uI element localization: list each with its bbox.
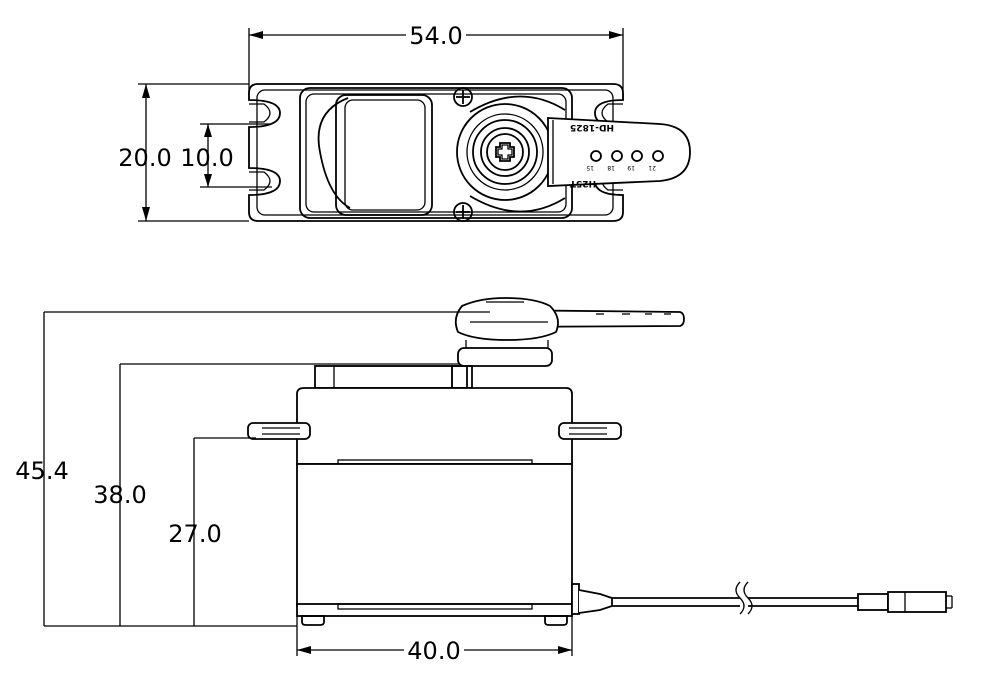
- horn-hole-label-2: 18: [607, 164, 615, 171]
- label-recess-inner: [344, 99, 426, 211]
- dim-side-total-height-label: 45.4: [15, 457, 68, 485]
- slot-top-left: [249, 103, 271, 123]
- dim-side-body-height-label: 38.0: [93, 481, 146, 509]
- dim-side-body-height: 38.0: [93, 363, 460, 626]
- side-top-cap: [314, 365, 468, 389]
- dim-top-height-outer-label: 20.0: [118, 144, 171, 172]
- horn-hole-3: [631, 150, 643, 162]
- case-curve: [317, 97, 351, 209]
- side-mounting-ear-left: [247, 422, 311, 440]
- horn-model-text: HD-1825: [570, 122, 614, 132]
- spline: [486, 133, 524, 171]
- output-hub-ring: [466, 113, 544, 191]
- servo-connector: [857, 591, 953, 613]
- dim-top-height-inner-label: 10.0: [180, 144, 233, 172]
- screw-top: [453, 87, 473, 107]
- horn-hub-inner: [480, 127, 530, 177]
- side-middle-case: [296, 463, 573, 607]
- side-upper-case: [296, 387, 573, 465]
- dim-side-mount-height-label: 27.0: [168, 520, 221, 548]
- side-view: 45.4 38.0 27.0 40.0: [15, 297, 953, 665]
- dim-side-total-height: 45.4: [15, 311, 490, 627]
- horn-hole-label-3: 19: [627, 164, 635, 171]
- dim-top-width: 54.0: [248, 22, 624, 100]
- horn-spline-text: H25T: [569, 178, 596, 188]
- slot-bottom-left: [249, 171, 271, 191]
- dim-top-height-inner: 10.0: [180, 123, 272, 188]
- servo-cable: [571, 581, 858, 615]
- horn-hole-4: [652, 150, 664, 162]
- top-mounting-flange: [248, 83, 624, 222]
- gear-housing-bottom: [469, 195, 566, 213]
- dim-side-width: 40.0: [296, 616, 573, 665]
- dim-top-height-outer: 20.0: [118, 83, 249, 222]
- gear-housing: [469, 95, 566, 113]
- side-mounting-ear-right: [558, 422, 622, 440]
- side-horn-hub: [454, 297, 559, 341]
- dim-top-width-label: 54.0: [409, 22, 462, 50]
- label-recess: [335, 94, 433, 216]
- phillips-screw-icon: [495, 142, 515, 162]
- dim-side-mount-height: 27.0: [168, 437, 256, 626]
- horn-hole-2: [611, 150, 623, 162]
- screw-bottom: [453, 202, 473, 222]
- horn-hole-1: [590, 150, 602, 162]
- horn-hole-label-1: 15: [586, 164, 594, 171]
- horn-hole-label-4: 21: [648, 164, 656, 171]
- side-spline-shaft: [457, 347, 553, 367]
- top-view: 15 18 19 21 HD-1825 H25T 54.0 20.0: [118, 22, 691, 222]
- horn-hub: [472, 119, 538, 185]
- dim-side-width-label: 40.0: [407, 637, 460, 665]
